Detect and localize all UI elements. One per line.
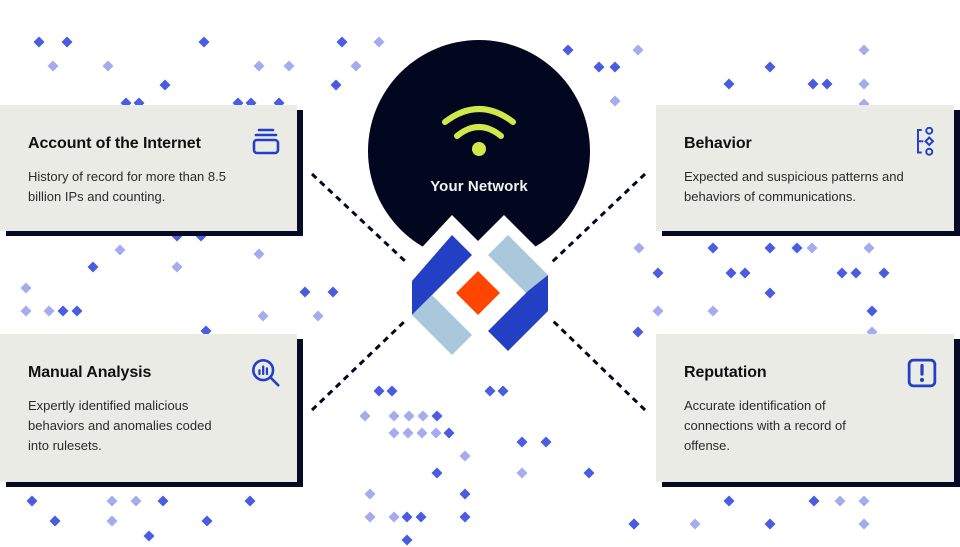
card-behavior: Behavior Expected and suspicious pattern… — [656, 105, 954, 231]
card-title: Behavior — [684, 135, 752, 152]
brand-logo-icon — [400, 215, 560, 360]
analytics-search-icon — [252, 359, 280, 387]
alert-square-icon — [907, 358, 937, 388]
card-manual-analysis: Manual Analysis Expertly identified mali… — [0, 334, 297, 482]
card-description: Accurate identification of connections w… — [684, 398, 846, 453]
card-account-of-the-internet: Account of the Internet History of recor… — [0, 105, 297, 231]
database-stack-icon — [252, 128, 280, 155]
network-label: Your Network — [430, 178, 528, 195]
wifi-icon — [442, 106, 516, 156]
card-title: Account of the Internet — [28, 135, 201, 152]
card-description: History of record for more than 8.5 bill… — [28, 169, 226, 204]
card-description: Expertly identified malicious behaviors … — [28, 398, 212, 453]
card-title: Reputation — [684, 364, 767, 381]
card-description: Expected and suspicious patterns and beh… — [684, 169, 904, 204]
card-title: Manual Analysis — [28, 364, 152, 381]
card-reputation: Reputation Accurate identification of co… — [656, 334, 954, 482]
flow-nodes-icon — [917, 127, 935, 156]
